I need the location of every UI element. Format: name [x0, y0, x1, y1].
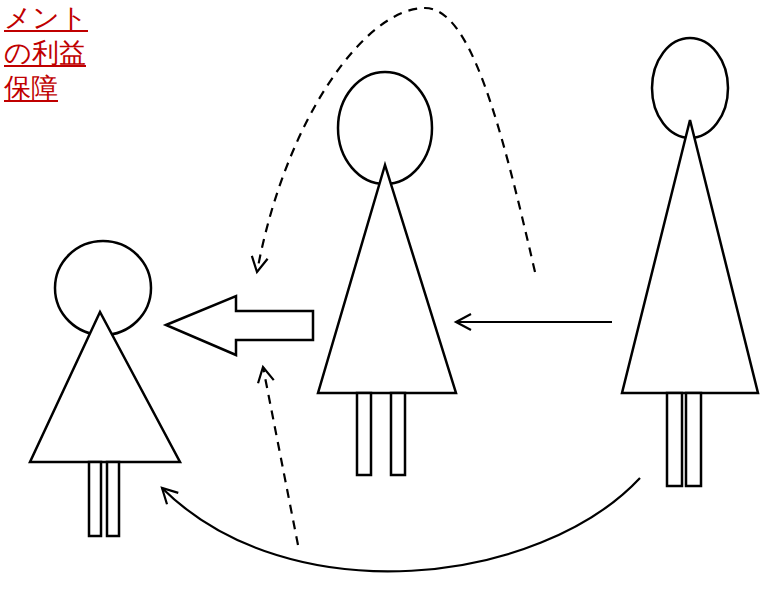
dashed-arrow — [263, 367, 298, 545]
hollow-arrow — [166, 296, 313, 355]
red-link-text: メント — [4, 2, 88, 33]
dashed-arrow — [257, 8, 535, 272]
adult-figure — [622, 38, 758, 486]
red-link-text: 保障 — [4, 72, 58, 103]
curved-arrow — [162, 478, 640, 571]
red-link-text: の利益 — [4, 37, 86, 68]
child-figure — [30, 241, 180, 536]
adult-figure — [318, 72, 456, 475]
solid-arrow — [456, 321, 612, 323]
